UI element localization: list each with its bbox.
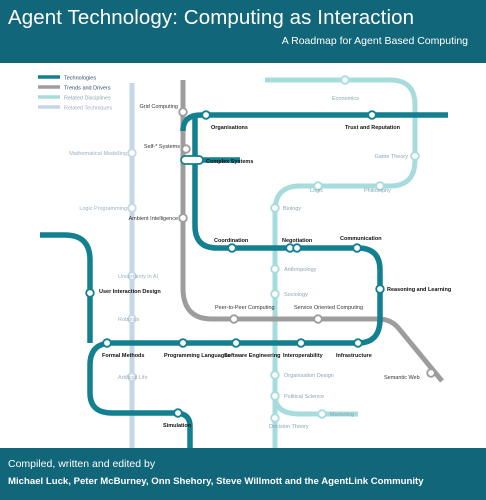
label-logic: Logic xyxy=(310,188,323,194)
label-anthropology: Anthropology xyxy=(284,267,317,273)
station-service-oriented xyxy=(313,314,323,324)
label-philosophy: Philosophy xyxy=(364,188,391,194)
station-grid-computing xyxy=(178,107,188,117)
station-interoperability xyxy=(296,338,306,348)
station-peer-to-peer xyxy=(229,314,239,324)
label-communication: Communication xyxy=(340,236,382,242)
station-economics xyxy=(340,75,350,85)
station-semantic-web xyxy=(426,368,436,378)
legend-label-disciplines: Related Disciplines xyxy=(64,96,111,102)
station-reasoning-learning xyxy=(375,284,385,294)
label-marketing: Marketing xyxy=(330,412,354,418)
station-mathematical-modelling xyxy=(127,148,137,158)
label-sociology: Sociology xyxy=(284,292,308,298)
label-infrastructure: Infrastructure xyxy=(336,353,372,359)
label-economics: Economics xyxy=(332,96,359,102)
station-formal-methods xyxy=(102,338,112,348)
station-game-theory xyxy=(410,151,420,161)
station-biology xyxy=(270,203,280,213)
station-uncertainty-ai xyxy=(127,271,137,281)
station-trust xyxy=(367,110,377,120)
page-title: Agent Technology: Computing as Interacti… xyxy=(8,6,415,29)
station-user-interaction-design xyxy=(85,288,95,298)
label-interoperability: Interoperability xyxy=(283,353,324,359)
station-sociology xyxy=(270,289,280,299)
label-mathematical-modelling: Mathematical Modelling xyxy=(69,151,127,157)
station-organisation-design xyxy=(270,370,280,380)
label-complex-systems: Complex Systems xyxy=(206,159,253,165)
station-simulation xyxy=(173,408,183,418)
station-software-engineering xyxy=(231,338,241,348)
label-service-oriented: Service Oriented Computing xyxy=(294,305,363,311)
station-programming-languages xyxy=(178,338,188,348)
label-formal-methods: Formal Methods xyxy=(102,353,144,359)
label-decision-theory: Decision Theory xyxy=(269,424,309,430)
label-organisations: Organisations xyxy=(211,125,248,131)
line-related-disciplines-1 xyxy=(265,77,418,448)
label-biology: Biology xyxy=(283,206,301,212)
station-ambient-intelligence xyxy=(178,213,188,223)
station-negotiation-b xyxy=(292,243,302,253)
label-organisation-design: Organisation Design xyxy=(284,373,334,379)
station-logic-programming xyxy=(127,203,137,213)
station-anthropology xyxy=(270,264,280,274)
station-decision-theory xyxy=(270,413,280,423)
station-labels: Grid Computing Organisations Economics T… xyxy=(69,96,451,430)
stations xyxy=(85,75,436,423)
label-game-theory: Game Theory xyxy=(374,154,408,160)
label-peer-to-peer: Peer-to-Peer Computing xyxy=(215,305,275,311)
station-infrastructure xyxy=(353,338,363,348)
header-banner: Agent Technology: Computing as Interacti… xyxy=(0,0,486,63)
compiled-by: Compiled, written and edited by xyxy=(8,458,156,470)
legend-label-trends: Trends and Drivers xyxy=(64,86,111,92)
label-simulation: Simulation xyxy=(163,423,192,429)
label-uncertainty-ai: Uncertainty in AI xyxy=(118,274,159,280)
label-user-interaction-design: User Interaction Design xyxy=(99,289,161,295)
label-robotics: Robotics xyxy=(118,317,140,323)
label-political-science: Political Science xyxy=(284,394,324,400)
label-logic-programming: Logic Programming xyxy=(79,206,127,212)
footer-banner: Compiled, written and edited by Michael … xyxy=(0,448,486,500)
station-artificial-life xyxy=(127,372,137,382)
label-trust: Trust and Reputation xyxy=(345,125,401,131)
page-subtitle: A Roadmap for Agent Based Computing xyxy=(281,35,468,47)
label-artificial-life: Artificial Life xyxy=(118,375,148,381)
label-coordination: Coordination xyxy=(214,238,249,244)
station-organisations xyxy=(201,110,211,120)
station-communication xyxy=(352,243,362,253)
line-trends xyxy=(180,80,444,383)
label-negotiation: Negotiation xyxy=(282,238,313,244)
line-technologies-1 xyxy=(180,112,448,132)
label-self-systems: Self-* Systems xyxy=(144,144,180,150)
label-semantic-web: Semantic Web xyxy=(384,375,420,381)
label-ambient-intelligence: Ambient Intelligence xyxy=(128,216,178,222)
station-robotics xyxy=(127,314,137,324)
label-programming-languages: Programming Languages xyxy=(164,353,230,359)
line-technologies-3 xyxy=(40,232,93,343)
metro-map: Technologies Trends and Drivers Related … xyxy=(38,75,451,448)
label-reasoning-learning: Reasoning and Learning xyxy=(387,287,451,293)
station-complex-systems xyxy=(180,155,204,165)
legend-label-techniques: Related Techniques xyxy=(64,106,112,112)
station-marketing xyxy=(317,409,327,419)
station-coordination xyxy=(227,243,237,253)
legend-label-technologies: Technologies xyxy=(64,76,96,82)
authors: Michael Luck, Peter McBurney, Onn Shehor… xyxy=(8,476,424,487)
station-philosophy xyxy=(375,181,385,191)
label-grid-computing: Grid Computing xyxy=(139,104,178,110)
station-self-systems xyxy=(181,144,191,154)
label-software-engineering: Software Engineering xyxy=(224,353,281,359)
legend: Technologies Trends and Drivers Related … xyxy=(38,75,112,112)
station-political-science xyxy=(270,391,280,401)
station-logic xyxy=(313,181,323,191)
